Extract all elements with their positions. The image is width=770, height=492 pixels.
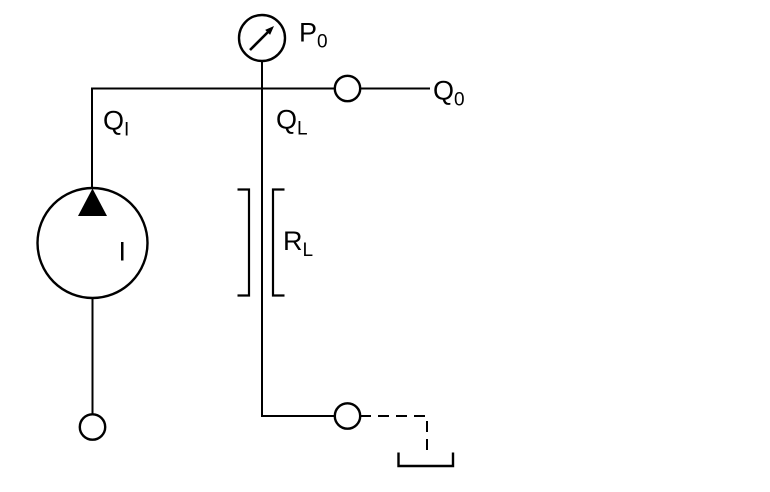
- load-resistance-label: RL: [283, 226, 313, 261]
- wire-load-branch: [261, 61, 335, 417]
- wire-dashed-return: [360, 415, 428, 450]
- pump-circle: [36, 186, 149, 300]
- gauge-circle: [237, 13, 287, 63]
- gauge-pressure-label: P0: [299, 18, 328, 53]
- flow-source-pump-icon: [36, 186, 149, 300]
- load-resistance-label-main: R: [283, 226, 303, 256]
- gauge-needle-arrowhead: [265, 26, 274, 35]
- wire-supply-branch: [91, 87, 335, 189]
- load-flow-label: QL: [276, 105, 308, 140]
- return-port-circle-icon: [333, 402, 362, 430]
- flow-source-label: I: [119, 237, 127, 267]
- pump-terminal-circle-icon: [78, 413, 107, 441]
- resistance-left-bracket: [237, 188, 251, 297]
- pressure-gauge-icon: [237, 13, 287, 63]
- supply-flow-label-main: Q: [103, 106, 124, 136]
- load-resistance-label-sub: L: [303, 240, 314, 261]
- gauge-pressure-label-main: P: [299, 18, 317, 48]
- output-port-circle-icon: [333, 74, 362, 103]
- pump-triangle-icon: [78, 188, 107, 216]
- flow-source-label-main: I: [119, 237, 127, 267]
- supply-flow-label-sub: I: [124, 120, 129, 141]
- gauge-pressure-label-sub: 0: [317, 32, 328, 53]
- load-flow-label-sub: L: [297, 119, 308, 140]
- output-flow-label-sub: 0: [454, 90, 465, 111]
- gauge-needle-icon: [249, 31, 269, 51]
- load-flow-label-main: Q: [276, 105, 297, 135]
- tank-icon: [397, 452, 455, 468]
- output-flow-label-main: Q: [433, 76, 454, 106]
- resistance-right-bracket: [271, 188, 285, 297]
- load-resistance-icon: [237, 188, 285, 297]
- supply-flow-label: QI: [103, 106, 129, 141]
- output-flow-label: Q0: [433, 76, 465, 111]
